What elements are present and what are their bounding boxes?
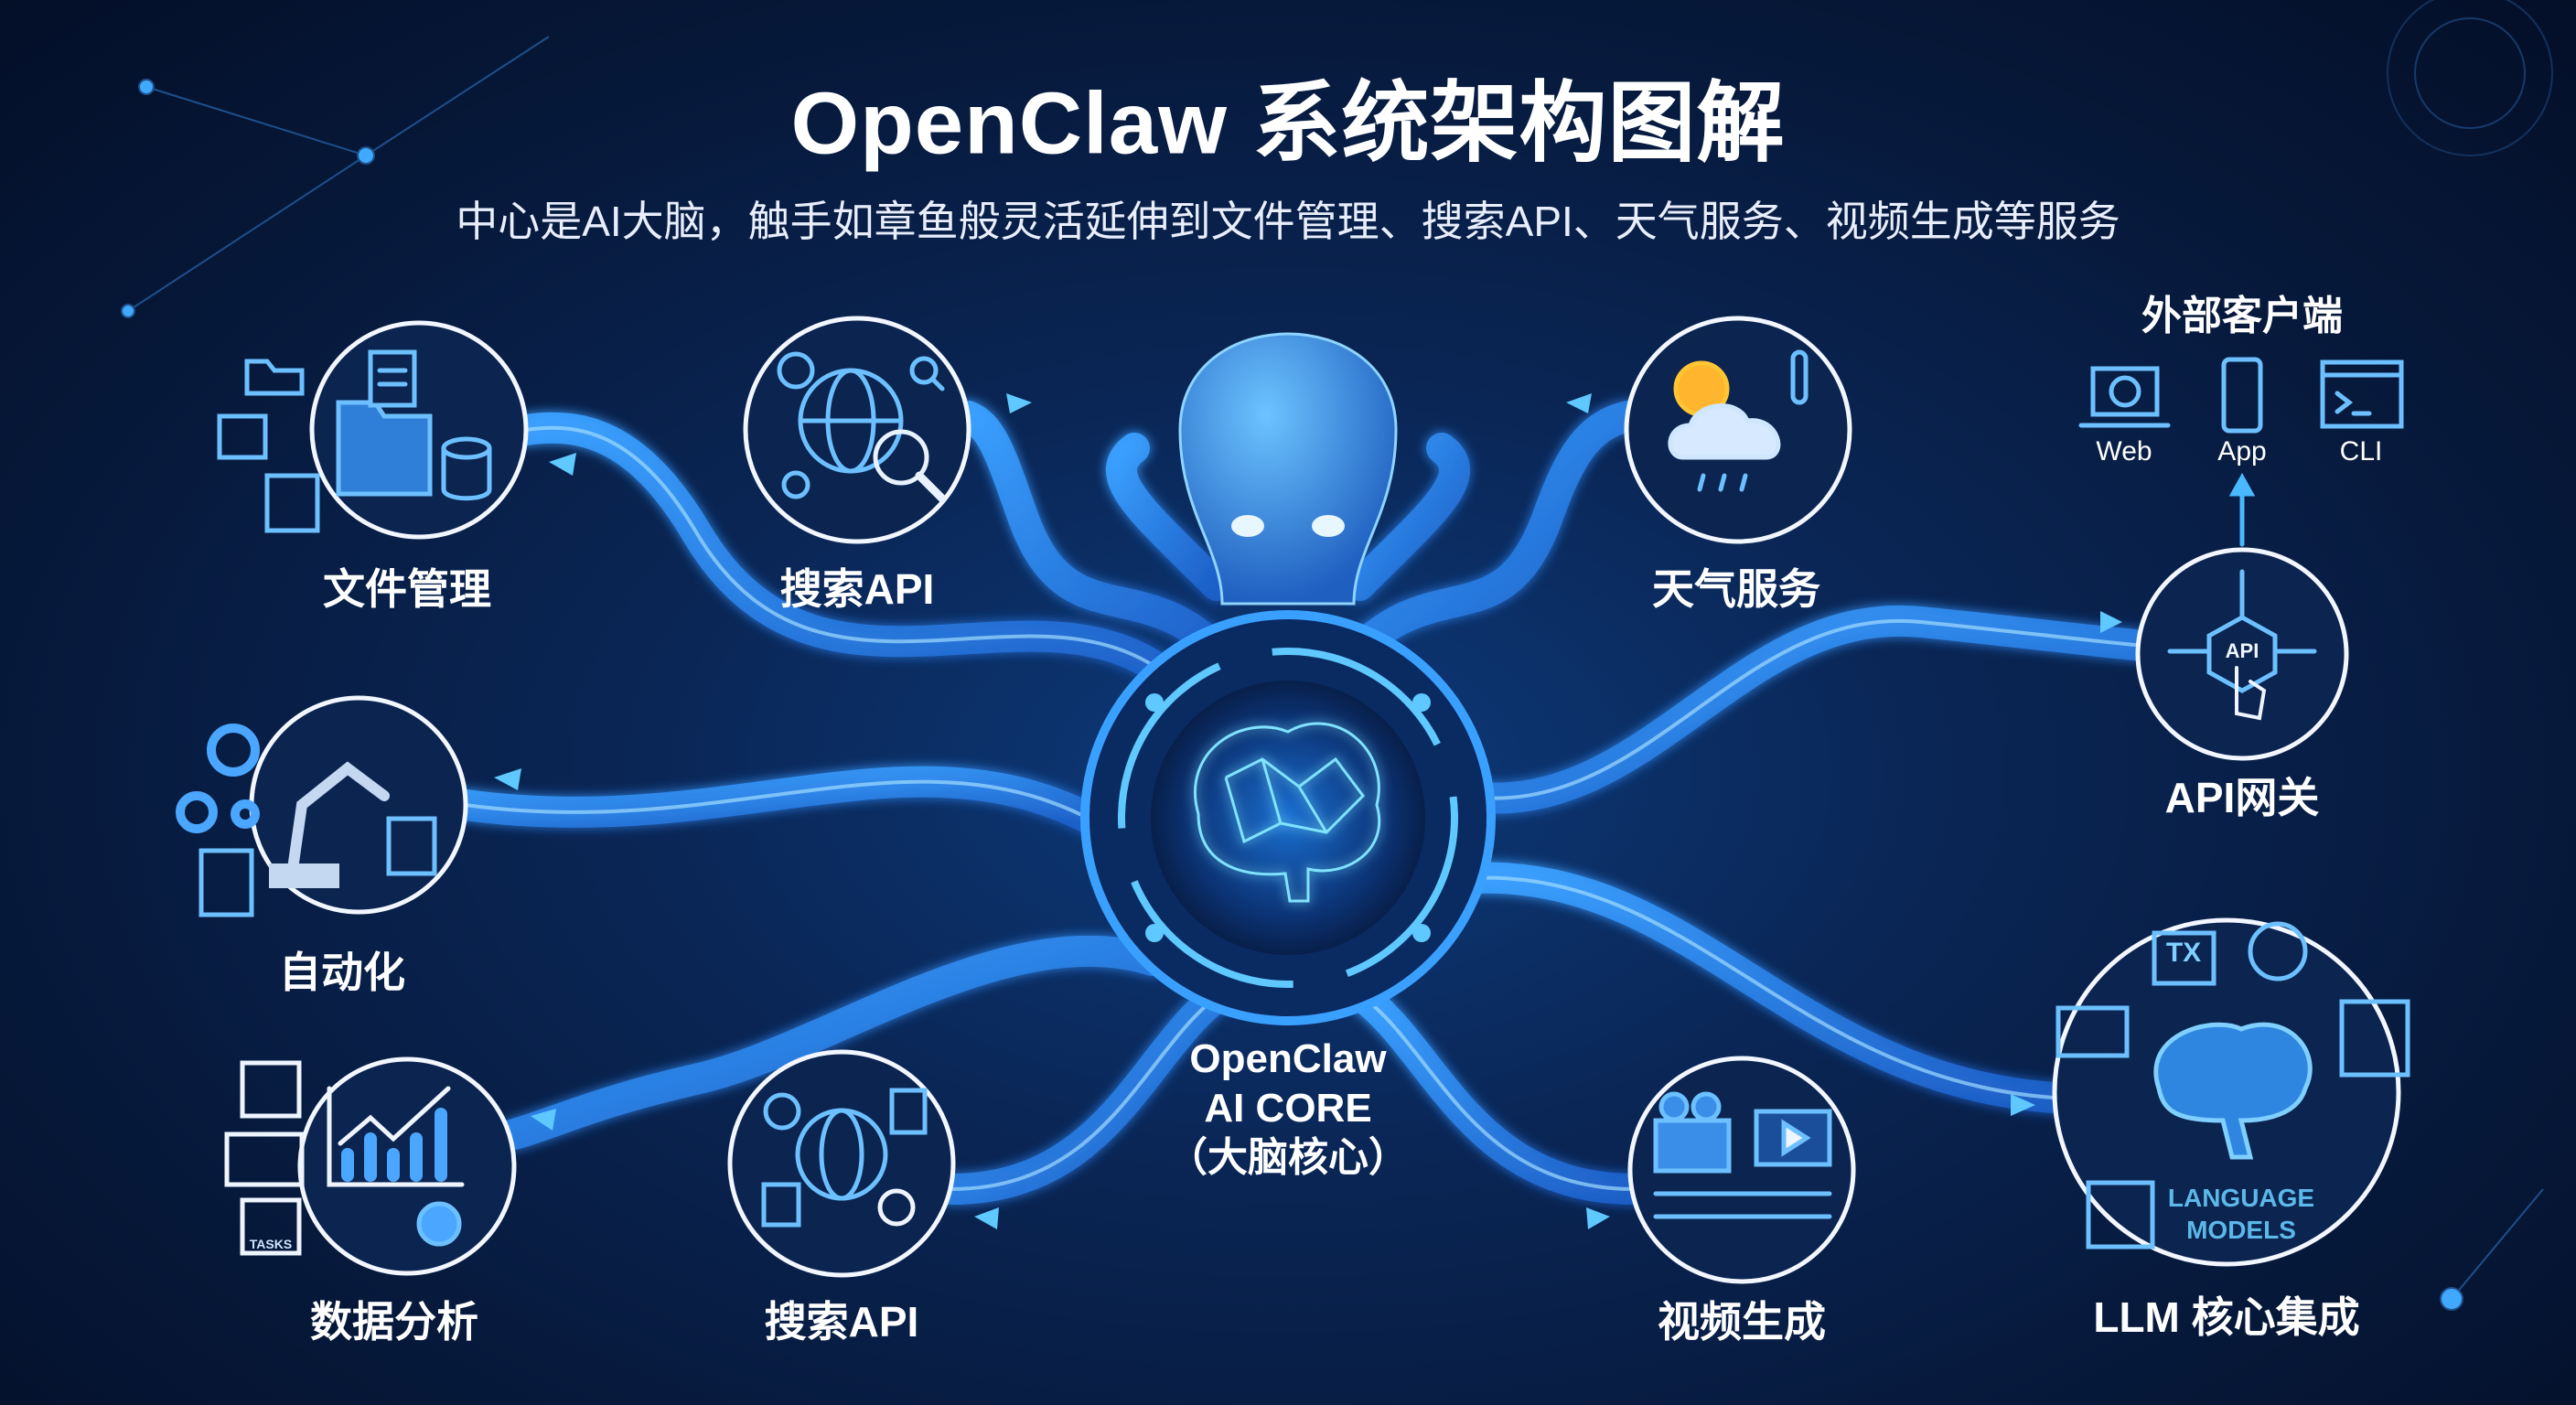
- tasks-icon-text: TASKS: [249, 1237, 293, 1251]
- search-globe-icon: [761, 1088, 928, 1228]
- llm-text-line1: LANGUAGE: [2167, 1184, 2315, 1212]
- tentacle-curl-right: [1344, 433, 1470, 601]
- node-label-automation: 自动化: [279, 949, 405, 996]
- node-label-search-bottom: 搜索API: [764, 1298, 919, 1346]
- core-label-name: OpenClaw: [1189, 1036, 1387, 1081]
- pie-chart-icon: [416, 1201, 462, 1247]
- octopus-head: [1178, 332, 1398, 606]
- robot-arm-icon: [269, 761, 390, 888]
- small-globe-icon: [777, 351, 815, 390]
- client-app: App: [2217, 436, 2267, 467]
- text-doc-icon: [2055, 999, 2410, 1249]
- magnifier-icon: [873, 429, 947, 503]
- cloud-icon: [1668, 403, 1781, 460]
- page-subtitle: 中心是AI大脑，触手如章鱼般灵活延伸到文件管理、搜索API、天气服务、视频生成等…: [456, 198, 2120, 245]
- gear-icon: [176, 724, 260, 833]
- phone-icon: [2221, 357, 2263, 434]
- octopus-eye-left: [1231, 515, 1264, 537]
- up-arrow-icon: [2228, 472, 2256, 547]
- core-label-cn: （大脑核心）: [1167, 1135, 1409, 1180]
- node-analytics-circle: [297, 1056, 517, 1276]
- page-title: OpenClaw 系统架构图解: [790, 74, 1786, 173]
- octopus-eye-right: [1312, 515, 1345, 537]
- core-label-type: AI CORE: [1204, 1086, 1372, 1131]
- tentacle-curl-left: [1106, 433, 1232, 601]
- chat-bubble-icon: [2152, 930, 2216, 986]
- tentacle-analytics: [499, 936, 1168, 1150]
- ai-core: [1080, 610, 1496, 1025]
- node-gateway-circle: [2135, 547, 2349, 761]
- tentacle-search-top: [952, 401, 1241, 674]
- node-label-gateway: API网关: [2164, 774, 2320, 821]
- clients-title: 外部客户端: [2141, 294, 2343, 338]
- llm-brain-icon: [2153, 1022, 2313, 1160]
- network-decoration: [121, 0, 2553, 1311]
- globe-icon: [798, 368, 904, 474]
- server-icon: [264, 473, 320, 533]
- hand-pointer-icon: [2235, 666, 2267, 721]
- database-icon: [441, 436, 492, 501]
- node-label-llm: LLM 核心集成: [2093, 1293, 2360, 1341]
- small-bar-icon: [224, 1060, 305, 1256]
- node-label-analytics: 数据分析: [310, 1298, 478, 1346]
- rain-icon: [1697, 473, 1748, 492]
- folder-small-icon: [244, 359, 305, 396]
- document-icon: [368, 349, 417, 408]
- flow-arrows: [494, 393, 2122, 1229]
- client-cli: CLI: [2339, 436, 2383, 467]
- map-doc-icon: [217, 413, 268, 460]
- terminal-icon: [2320, 359, 2404, 429]
- node-label-video: 视频生成: [1658, 1298, 1826, 1346]
- tentacle-gateway: [1448, 605, 2151, 814]
- line-chart-icon: [327, 1086, 465, 1187]
- node-label-files: 文件管理: [323, 565, 491, 613]
- tentacles: [450, 401, 2151, 1205]
- api-hexagon-icon: [2167, 569, 2317, 693]
- small-search-icon: [781, 356, 945, 499]
- play-screen-icon: [1754, 1109, 1832, 1167]
- checklist-icon: [199, 816, 437, 917]
- node-label-weather: 天气服务: [1652, 565, 1820, 613]
- node-search-top-circle: [743, 316, 971, 544]
- head-icon: [2248, 921, 2308, 981]
- tentacle-weather: [1335, 401, 1644, 674]
- timeline-icon: [1653, 1191, 1832, 1219]
- laptop-icon: [2078, 366, 2171, 428]
- node-search-bottom-circle: [727, 1049, 956, 1278]
- node-label-search-top: 搜索API: [779, 565, 935, 613]
- neural-brain-icon: [1194, 722, 1381, 903]
- tx-icon-text: TX: [2165, 938, 2202, 968]
- video-camera-icon: [1653, 1091, 1732, 1174]
- llm-text-line2: MODELS: [2186, 1216, 2296, 1244]
- thermometer-icon: [1790, 349, 1809, 405]
- bar-chart-icon: [341, 1108, 447, 1182]
- folder-icon: [336, 400, 433, 497]
- client-web: Web: [2096, 436, 2152, 467]
- api-icon-text: API: [2225, 639, 2259, 662]
